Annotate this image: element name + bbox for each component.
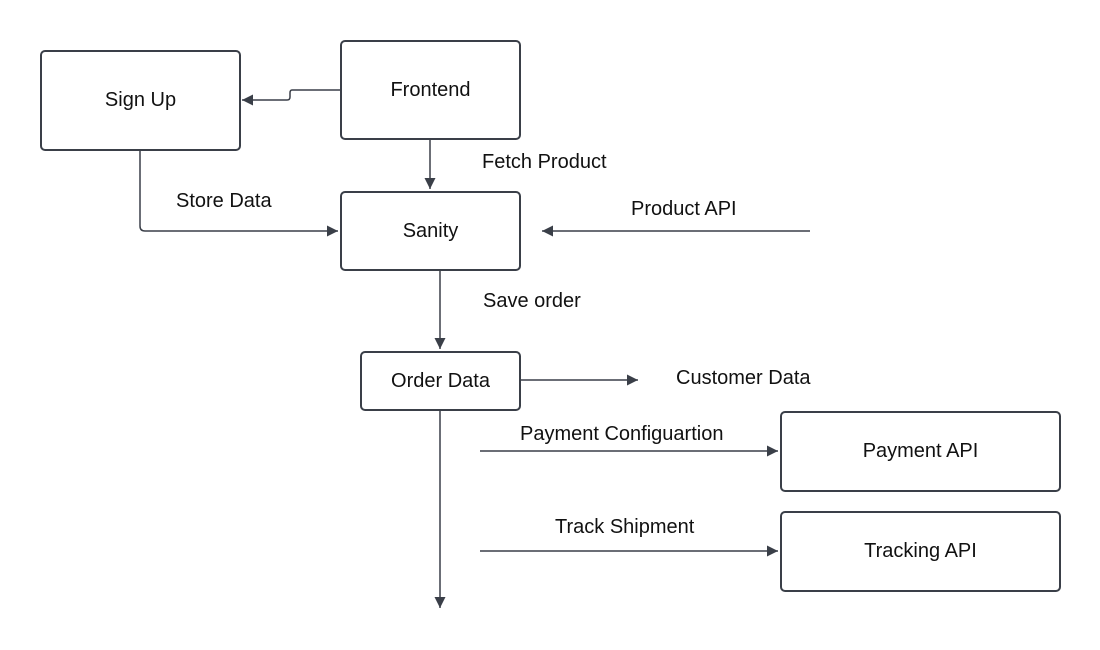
node-sanity-label: Sanity bbox=[402, 219, 459, 242]
node-frontend: Frontend bbox=[340, 40, 521, 140]
label-product-api: Product API bbox=[631, 198, 737, 220]
node-order-data: Order Data bbox=[360, 351, 521, 411]
label-store-data: Store Data bbox=[176, 190, 272, 212]
node-payment-api-label: Payment API bbox=[862, 440, 979, 462]
node-tracking-api-label: Tracking API bbox=[864, 540, 977, 562]
label-track-shipment: Track Shipment bbox=[555, 516, 695, 538]
label-save-order: Save order bbox=[483, 290, 581, 312]
edge-signup-to-sanity bbox=[139, 151, 338, 237]
node-frontend-label: Frontend bbox=[390, 78, 471, 101]
label-payment-configuration: Payment Configuartion bbox=[520, 423, 724, 445]
node-sign-up: Sign Up bbox=[40, 50, 241, 151]
node-order-data-label: Order Data bbox=[391, 369, 490, 392]
label-fetch-product: Fetch Product bbox=[482, 151, 607, 173]
label-customer-data: Customer Data bbox=[676, 367, 811, 389]
node-payment-api: Payment API bbox=[780, 411, 1061, 492]
node-sign-up-label: Sign Up bbox=[104, 89, 177, 111]
node-sanity: Sanity bbox=[340, 191, 521, 271]
edge-frontend-to-signup bbox=[242, 89, 340, 106]
node-tracking-api: Tracking API bbox=[780, 511, 1061, 592]
